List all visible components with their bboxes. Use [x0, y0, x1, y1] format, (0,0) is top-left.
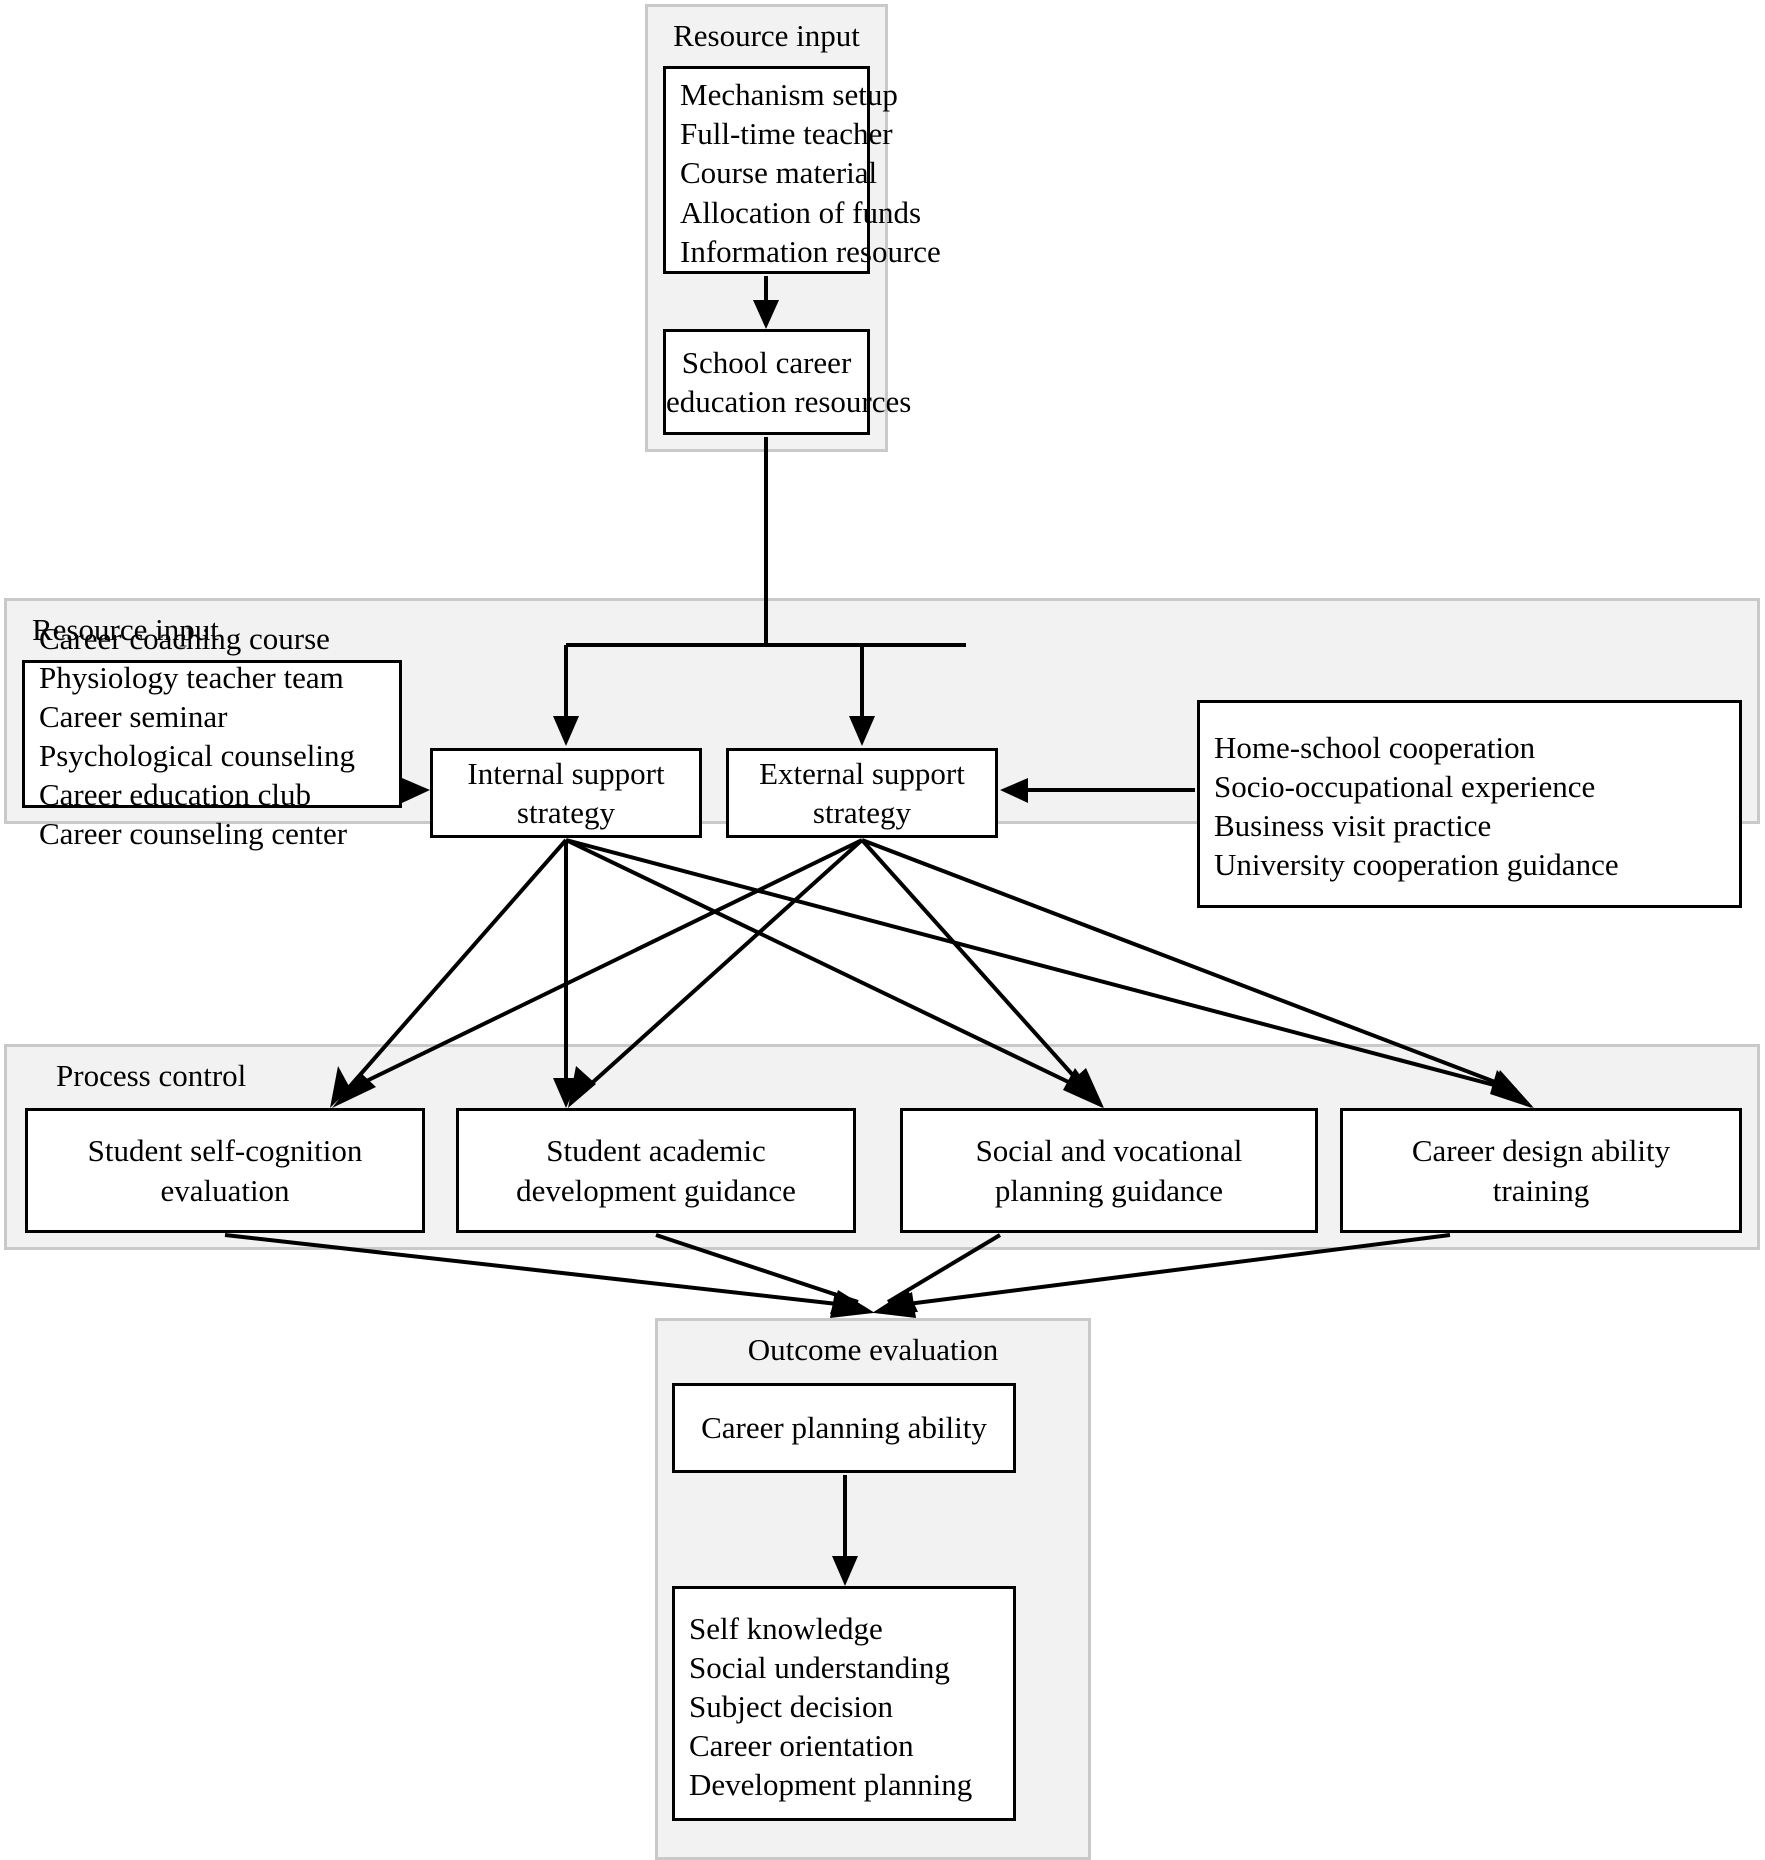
box-external-support-strategy: External support strategy	[726, 748, 998, 838]
box-line: School career	[681, 344, 852, 380]
box-student-self-cognition-evaluation: Student self-cognition evaluation	[25, 1108, 425, 1233]
box-line: strategy	[812, 795, 912, 830]
list-item: Social understanding	[689, 1649, 950, 1685]
list-item: Career seminar	[39, 698, 228, 734]
list-item: Career education club	[39, 777, 311, 813]
box-line: Career planning ability	[701, 1410, 987, 1446]
list-item: Subject decision	[689, 1688, 894, 1724]
box-line: development guidance	[516, 1172, 796, 1208]
box-school-career-education-resources: School career education resources	[663, 329, 912, 435]
box-outcome-items-list: Self knowledge Social understanding Subj…	[672, 1586, 1016, 1821]
list-item: Career orientation	[689, 1728, 914, 1764]
list-item: Information resource	[680, 233, 941, 269]
box-line: strategy	[516, 795, 616, 830]
list-item: Development planning	[689, 1767, 973, 1803]
box-career-design-ability-training: Career design ability training	[1340, 1108, 1742, 1233]
list-item: Full-time teacher	[680, 116, 893, 152]
list-item: Psychological counseling	[39, 738, 355, 773]
box-social-vocational-planning-guidance: Social and vocational planning guidance	[900, 1108, 1318, 1233]
list-item: Self knowledge	[689, 1610, 883, 1646]
panel-title-resource-input-top: Resource input	[673, 18, 860, 53]
list-item: Allocation of funds	[680, 194, 922, 230]
box-student-academic-development-guidance: Student academic development guidance	[456, 1108, 856, 1233]
list-item: Business visit practice	[1214, 808, 1492, 843]
box-line: Student self-cognition	[87, 1133, 363, 1169]
list-item: Physiology teacher team	[39, 659, 344, 695]
list-item: Home-school cooperation	[1214, 729, 1536, 765]
box-line: education resources	[666, 384, 912, 419]
box-line: training	[1492, 1172, 1590, 1208]
box-line: planning guidance	[994, 1172, 1224, 1208]
box-line: Social and vocational	[975, 1133, 1243, 1169]
list-item: Career coaching course	[39, 620, 330, 656]
panel-title-resource-input-middle: Resource input	[32, 612, 219, 647]
list-item: Career counseling center	[39, 816, 348, 852]
box-line: External support	[759, 755, 965, 791]
box-internal-resources-list: Career coaching course Physiology teache…	[22, 621, 402, 851]
list-item: Mechanism setup	[680, 77, 898, 113]
box-internal-support-strategy: Internal support strategy	[430, 748, 702, 838]
box-line: Career design ability	[1411, 1133, 1671, 1169]
box-line: Internal support	[467, 755, 665, 791]
box-external-resources-list: Home-school cooperation Socio-occupation…	[1197, 700, 1742, 908]
box-career-planning-ability: Career planning ability	[672, 1383, 1016, 1473]
list-item: University cooperation guidance	[1214, 847, 1619, 883]
box-line: Student academic	[546, 1133, 766, 1169]
panel-title-process-control: Process control	[56, 1058, 247, 1093]
box-school-resource-list: Mechanism setup Full-time teacher Course…	[663, 66, 941, 274]
panel-title-outcome-evaluation: Outcome evaluation	[747, 1332, 999, 1367]
box-line: evaluation	[160, 1172, 290, 1208]
list-item: Socio-occupational experience	[1214, 768, 1596, 804]
list-item: Course material	[680, 155, 878, 191]
